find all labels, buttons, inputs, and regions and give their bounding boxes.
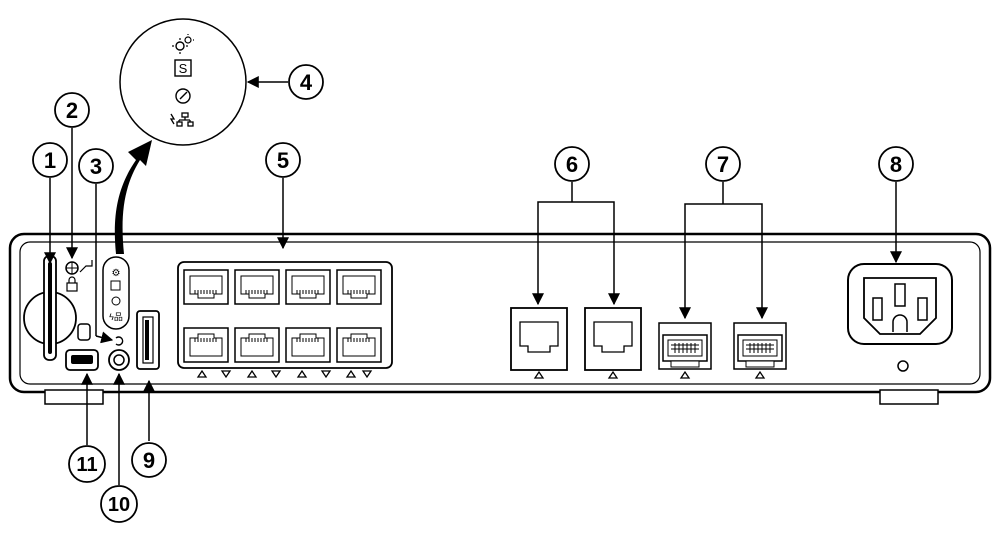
callout: 11 — [68, 445, 106, 483]
rj45-port[interactable] — [234, 327, 280, 363]
leader-lines — [44, 76, 902, 485]
rj45-uplink-port[interactable] — [510, 307, 568, 371]
callout: 7 — [705, 146, 741, 182]
callout: 2 — [54, 92, 90, 128]
rj45-port[interactable] — [285, 269, 331, 305]
callout: 1 — [32, 142, 68, 178]
gauge-icon — [175, 88, 191, 104]
svg-text:3: 3 — [90, 154, 102, 179]
svg-text:11: 11 — [76, 454, 97, 476]
magnify-curved-arrow — [114, 140, 152, 254]
port-indicator-arrows — [196, 369, 373, 379]
rj45-port[interactable] — [285, 327, 331, 363]
svg-text:8: 8 — [890, 152, 902, 177]
sfp-port[interactable] — [733, 322, 787, 370]
rj45-uplink-ports — [510, 307, 642, 379]
callout: 4 — [288, 64, 324, 100]
sfp-port[interactable] — [658, 322, 712, 370]
gears-icon — [172, 34, 194, 54]
rj45-port[interactable] — [183, 327, 229, 363]
svg-text:S: S — [179, 61, 188, 76]
svg-text:4: 4 — [300, 70, 313, 95]
rj45-port-block — [177, 261, 393, 379]
power-network-icon: ϟ品 — [109, 312, 123, 322]
system-led-icons — [65, 260, 93, 292]
status-led-panel: S — [119, 18, 247, 146]
rj45-port[interactable] — [234, 269, 280, 305]
callout: 9 — [131, 442, 167, 478]
usb-a-port[interactable] — [136, 310, 160, 370]
audio-jack[interactable] — [108, 349, 130, 371]
sfp-ports — [658, 322, 787, 379]
power-inlet[interactable] — [847, 263, 953, 372]
status-led-column: ⚙ ϟ品 — [102, 256, 130, 330]
s-box-icon: S — [174, 59, 192, 77]
callout: 6 — [554, 146, 590, 182]
svg-text:6: 6 — [566, 152, 578, 177]
rj45-port[interactable] — [336, 327, 382, 363]
svg-text:2: 2 — [66, 98, 78, 123]
callout: 3 — [78, 148, 114, 184]
micro-usb-port[interactable] — [65, 349, 99, 371]
gears-icon: ⚙ — [112, 268, 121, 279]
svg-text:10: 10 — [108, 494, 130, 516]
svg-text:7: 7 — [717, 152, 729, 177]
svg-text:9: 9 — [143, 448, 155, 473]
reset-button[interactable] — [77, 323, 124, 346]
svg-text:5: 5 — [277, 148, 289, 173]
power-network-icon — [169, 112, 194, 127]
callout: 8 — [878, 146, 914, 182]
svg-text:1: 1 — [44, 148, 56, 173]
rj45-uplink-port[interactable] — [584, 307, 642, 371]
callout: 10 — [100, 485, 138, 523]
rj45-port[interactable] — [336, 269, 382, 305]
callout: 5 — [265, 142, 301, 178]
rj45-port[interactable] — [183, 269, 229, 305]
